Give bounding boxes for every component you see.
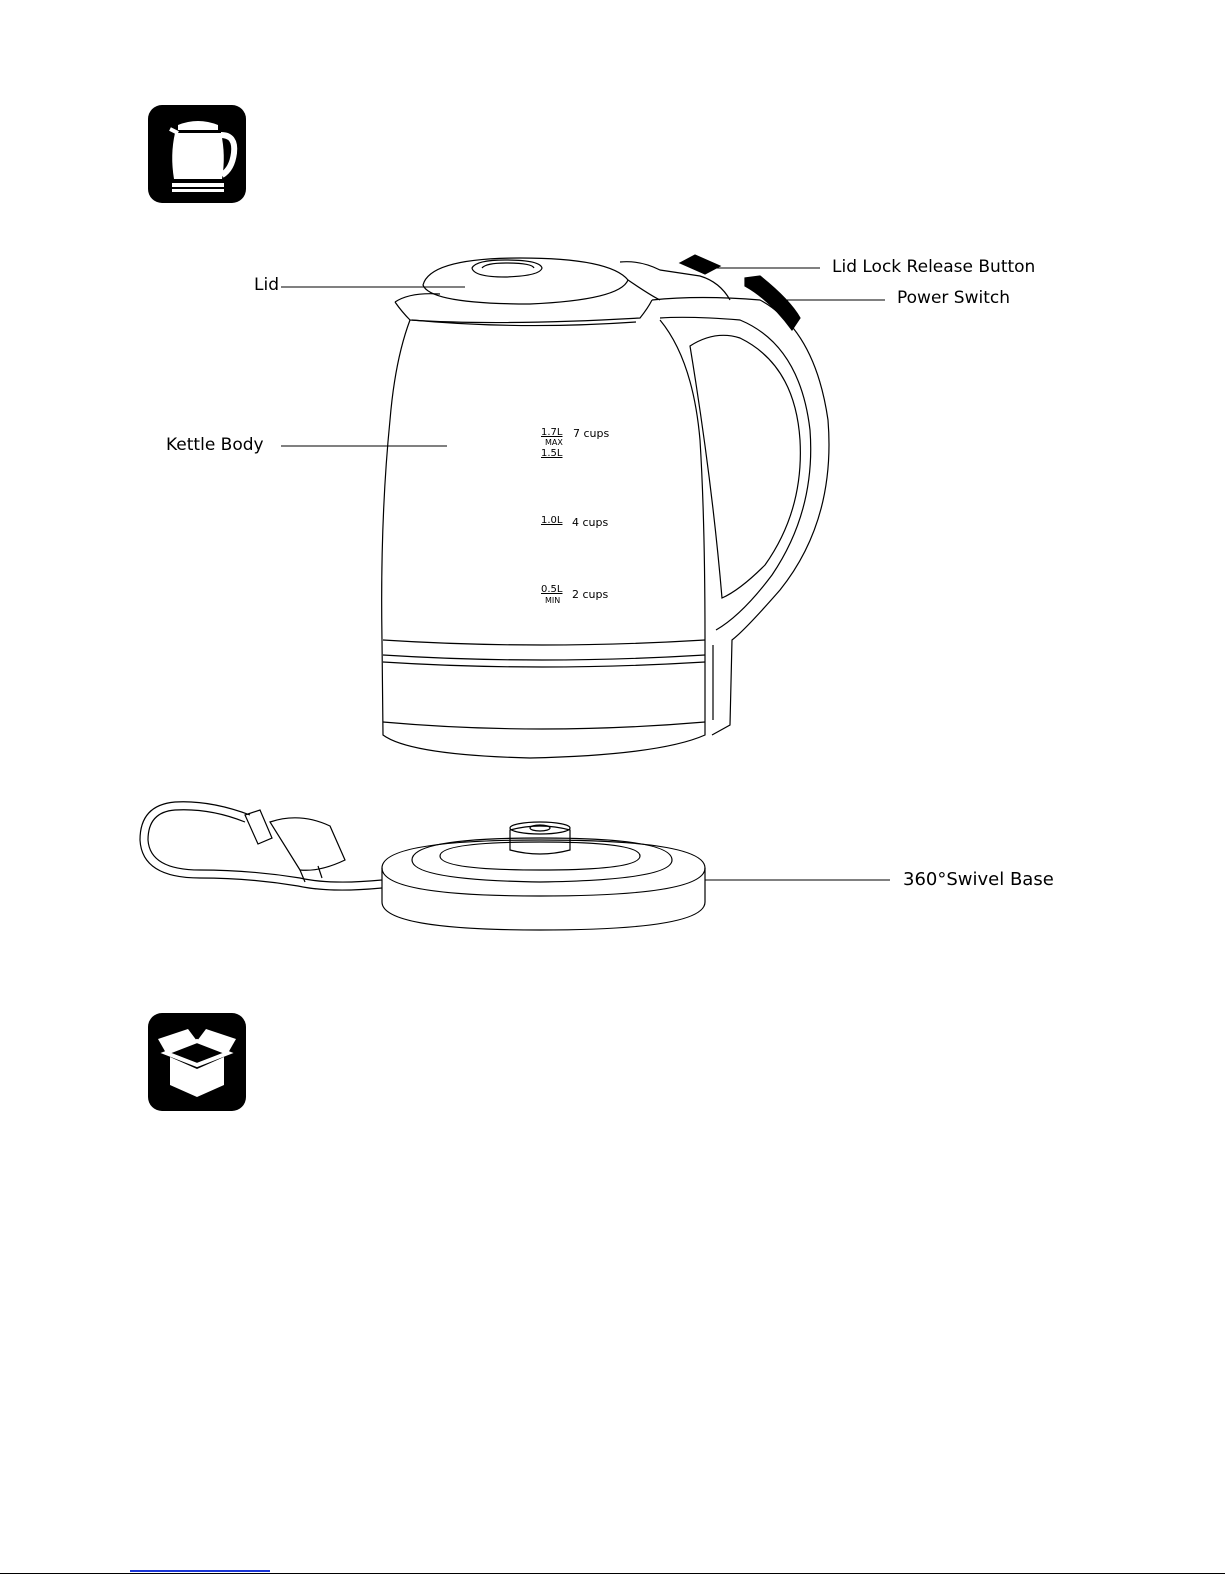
mark-1-5-liters: 1.5L <box>541 449 562 459</box>
max-liters-mark: 1.7L <box>541 428 562 438</box>
footer-rule <box>0 1573 1225 1574</box>
swivel-base-label: 360°Swivel Base <box>903 871 1054 889</box>
min-cups-mark: 2 cups <box>572 589 608 600</box>
swivel-base <box>382 822 705 930</box>
footer-link-underline[interactable] <box>130 1570 270 1572</box>
max-word-mark: MAX <box>545 439 563 447</box>
lid-lock-release-button <box>680 255 720 274</box>
kettle-handle <box>652 298 829 736</box>
min-word-mark: MIN <box>545 597 560 605</box>
kettle-body <box>382 320 705 758</box>
kettle-body-label: Kettle Body <box>166 437 264 454</box>
mid-liters-mark: 1.0L <box>541 516 562 526</box>
power-switch-label: Power Switch <box>897 290 1010 307</box>
power-switch <box>745 276 800 330</box>
max-cups-mark: 7 cups <box>573 428 609 439</box>
lid-label: Lid <box>254 277 279 294</box>
power-cord <box>140 802 382 890</box>
lid-lock-release-label: Lid Lock Release Button <box>832 259 1035 276</box>
min-liters-mark: 0.5L <box>541 585 562 595</box>
mid-cups-mark: 4 cups <box>572 517 608 528</box>
